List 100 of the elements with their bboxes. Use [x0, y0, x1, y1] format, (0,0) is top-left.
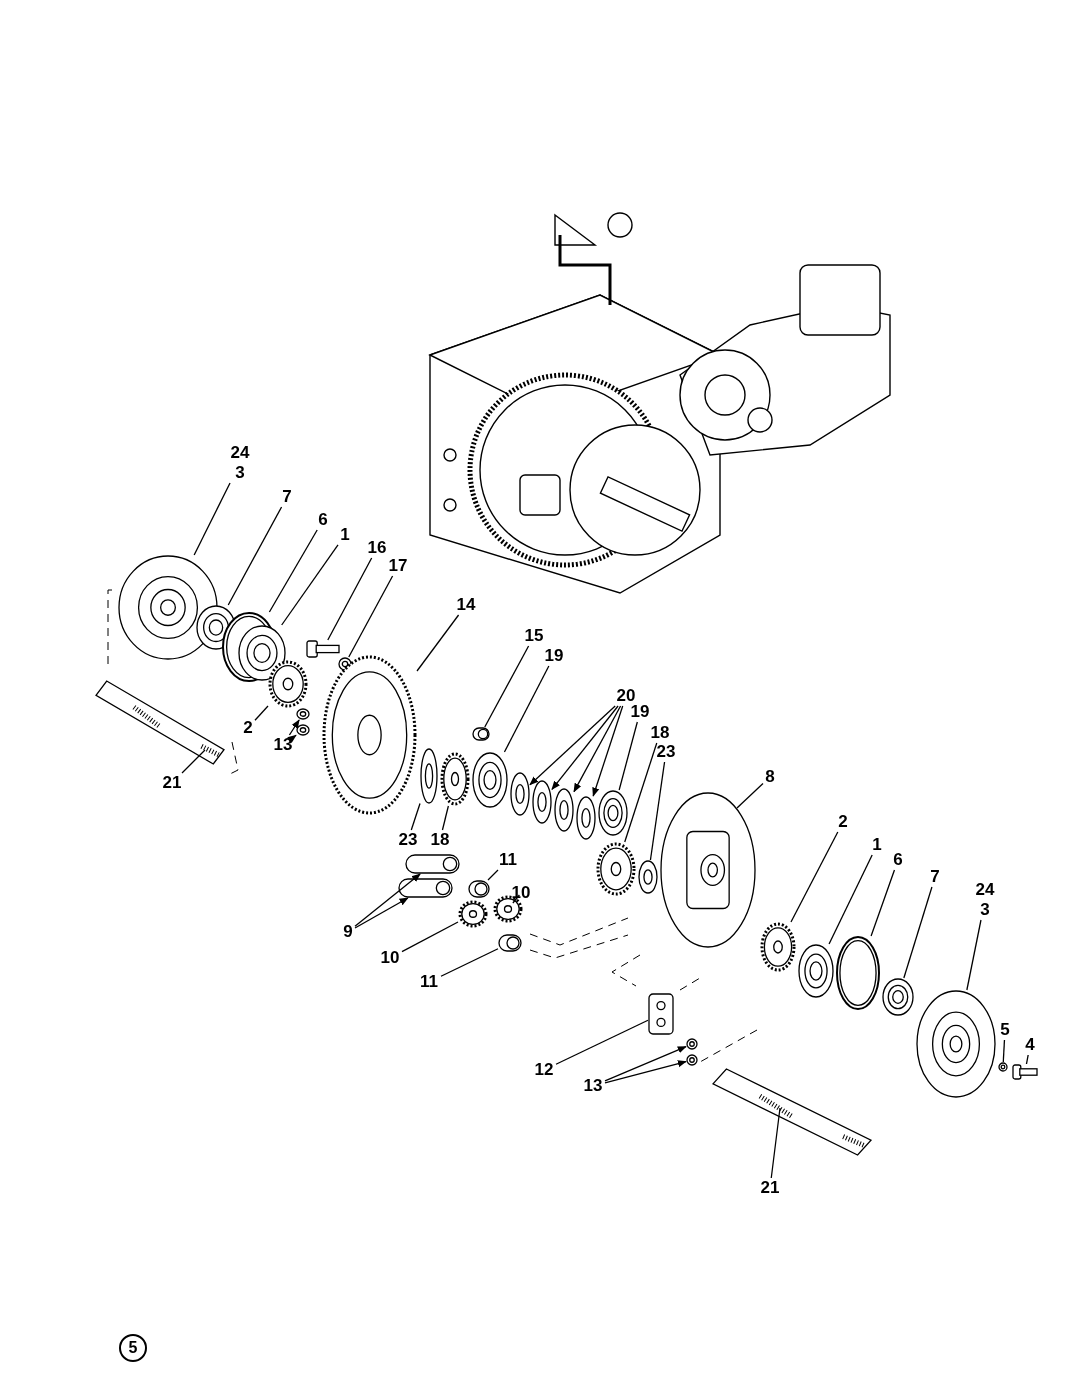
washer-drawing: [532, 780, 552, 824]
gear-drawing: [322, 655, 417, 815]
callout-number: 19: [542, 646, 566, 666]
washer-drawing: [576, 796, 596, 840]
callout-number: 13: [271, 735, 295, 755]
callout-number: 23: [654, 742, 678, 762]
leader-line: [604, 1045, 687, 1082]
cover-drawing: [118, 555, 218, 660]
callout-number: 9: [341, 922, 355, 942]
gear-drawing: [268, 660, 308, 708]
callout-number: 14: [454, 595, 478, 615]
leader-line: [181, 749, 206, 774]
leader-line: [736, 782, 764, 809]
leader-line: [529, 705, 616, 786]
leader-line: [484, 645, 530, 728]
bearing-drawing: [882, 978, 914, 1016]
leader-line: [254, 705, 269, 721]
leader-line: [1002, 1039, 1006, 1063]
leader-line: [1025, 1054, 1029, 1065]
callout-number: 6: [316, 510, 330, 530]
gear-drawing: [458, 900, 488, 928]
cover-drawing: [916, 990, 996, 1098]
shaft-drawing: [95, 680, 225, 765]
callout-number: 1: [338, 525, 352, 545]
snap-ring-drawing: [686, 1038, 698, 1050]
callout-number: 7: [928, 867, 942, 887]
leader-line: [416, 614, 460, 672]
leader-line: [604, 1060, 687, 1084]
washer-drawing: [420, 748, 438, 804]
callout-number: 5: [998, 1020, 1012, 1040]
leader-line: [287, 734, 297, 744]
leader-line: [618, 721, 638, 791]
leader-line: [790, 831, 839, 923]
leader-line: [649, 761, 666, 861]
callout-number: 21: [758, 1178, 782, 1198]
washer-drawing: [554, 788, 574, 832]
callout-number: 3: [235, 463, 245, 483]
figure-number: 5: [119, 1334, 147, 1362]
callout-number: 24: [975, 880, 995, 900]
leader-line: [966, 919, 982, 991]
leader-line: [348, 575, 394, 658]
callout-number: 11: [417, 972, 441, 992]
callout-number: 13: [581, 1076, 605, 1096]
washer-drawing: [638, 860, 658, 894]
callout-number: 16: [365, 538, 389, 558]
callout-number: 10: [378, 948, 402, 968]
leader-line: [281, 544, 339, 626]
leader-line: [268, 529, 318, 613]
leader-line: [354, 873, 421, 927]
leader-line: [551, 705, 619, 791]
bearing-drawing: [472, 752, 508, 808]
pin-drawing: [398, 878, 453, 898]
leader-line: [770, 1107, 781, 1179]
leader-line: [440, 948, 499, 977]
bearing-drawing: [798, 944, 834, 998]
leader-line: [441, 805, 449, 831]
leader-line: [903, 886, 933, 979]
callout-number: 12: [532, 1060, 556, 1080]
gear-drawing: [596, 842, 636, 896]
bolt-drawing: [1012, 1064, 1038, 1080]
callout-number: 1: [870, 835, 884, 855]
leader-line: [410, 802, 421, 831]
callout-number: 2: [241, 718, 255, 738]
leader-line: [487, 869, 499, 881]
pin-drawing: [405, 854, 460, 874]
leader-line: [555, 1019, 649, 1065]
gear-drawing: [760, 922, 796, 972]
bushing-drawing: [468, 880, 490, 898]
bushing-drawing: [498, 934, 522, 952]
callout-number: 6: [891, 850, 905, 870]
leader-line: [624, 742, 658, 843]
callout-number: 4: [1023, 1035, 1037, 1055]
callout-number: 21: [160, 773, 184, 793]
gear-drawing: [440, 752, 470, 806]
callout-number: 15: [522, 626, 546, 646]
callout-number: 8: [763, 767, 777, 787]
plate-drawing: [648, 993, 674, 1035]
snap-ring-drawing: [296, 724, 310, 736]
leader-line: [870, 869, 896, 937]
callout-number: 18: [428, 830, 452, 850]
leader-line: [573, 705, 622, 793]
carrier-drawing: [660, 792, 756, 948]
leader-line: [193, 482, 231, 556]
pin-drawing: [472, 727, 490, 741]
leader-line: [401, 921, 459, 953]
callout-number: 18: [648, 723, 672, 743]
bolt-drawing: [306, 640, 340, 658]
callout-number: 10: [509, 883, 533, 903]
leader-line: [503, 665, 550, 753]
leader-line: [327, 557, 373, 641]
leader-line: [288, 719, 300, 736]
leader-line: [512, 894, 521, 904]
shaft-drawing: [712, 1068, 872, 1156]
callout-number: 24: [230, 443, 250, 463]
leader-line: [592, 705, 624, 797]
leader-line: [354, 897, 409, 929]
snap-ring-drawing: [686, 1054, 698, 1066]
callout-number: 7: [280, 487, 294, 507]
callout-number: 11: [496, 850, 520, 870]
washer-drawing: [510, 772, 530, 816]
